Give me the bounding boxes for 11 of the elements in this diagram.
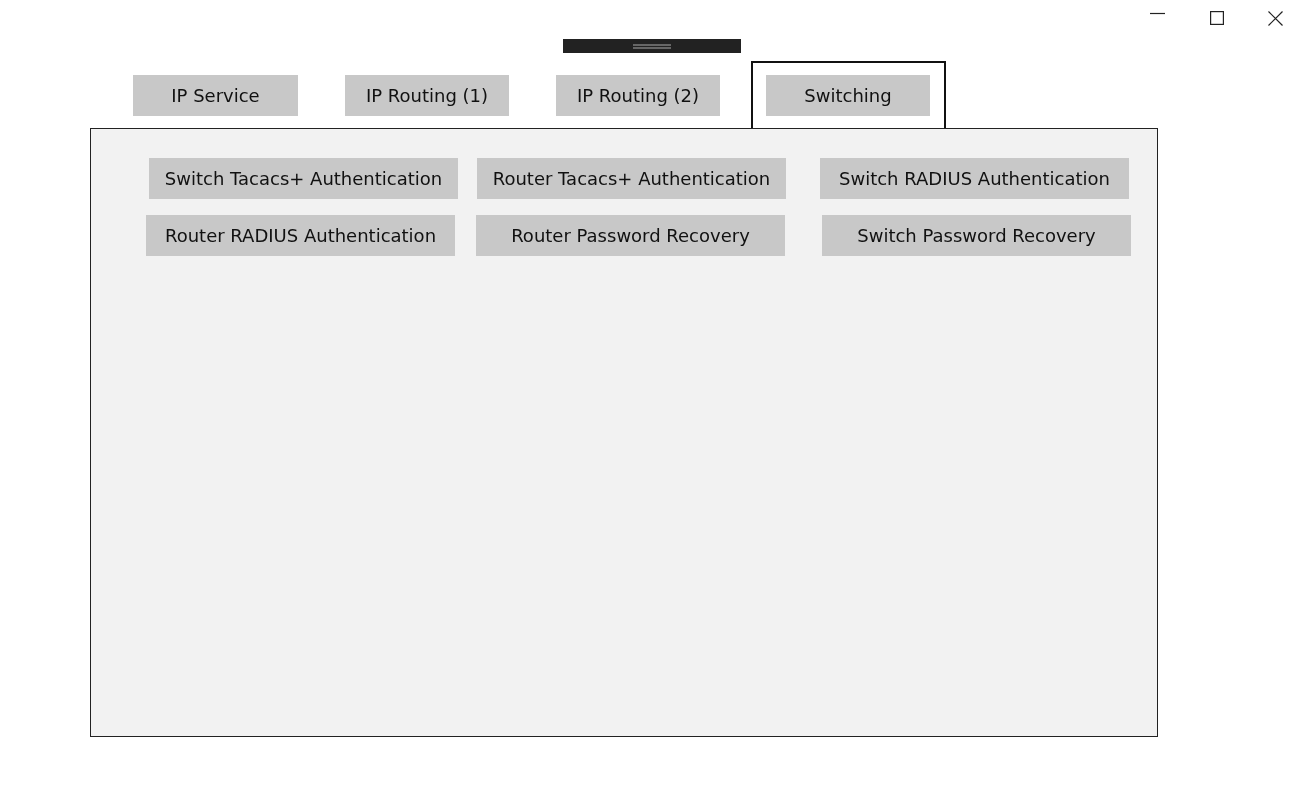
lab-button: Switch RADIUS Authentication: [820, 158, 1129, 199]
tab-button: IP Service: [133, 75, 298, 116]
tab-button: IP Routing (1): [345, 75, 509, 116]
lab-button: Router Tacacs+ Authentication: [477, 158, 786, 199]
lab-button: Router RADIUS Authentication: [146, 215, 455, 256]
content-panel: [90, 128, 1158, 737]
tab-button: IP Routing (2): [556, 75, 720, 116]
tab-button: Switching: [766, 75, 930, 116]
lab-button: Router Password Recovery: [476, 215, 785, 256]
lab-button: Switch Password Recovery: [822, 215, 1131, 256]
lab-button: Switch Tacacs+ Authentication: [149, 158, 458, 199]
